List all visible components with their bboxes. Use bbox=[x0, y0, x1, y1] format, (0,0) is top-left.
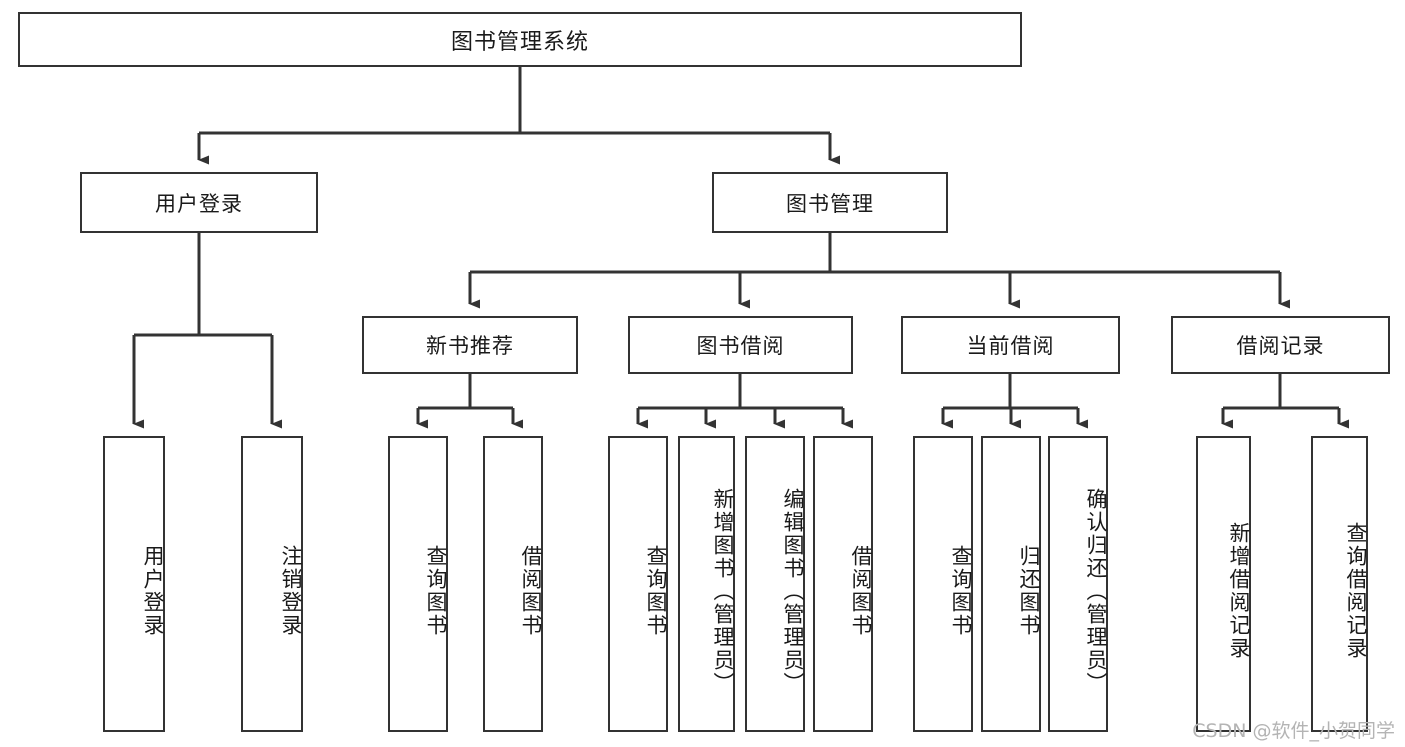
leaf-borrow-edit-book-admin[interactable]: 编辑图书（管理员） bbox=[745, 436, 805, 732]
node-borrow-records[interactable]: 借阅记录 bbox=[1171, 316, 1390, 374]
node-label: 借阅记录 bbox=[1236, 335, 1325, 358]
node-label: 新增图书（管理员） bbox=[711, 487, 734, 695]
leaf-new-book-borrow[interactable]: 借阅图书 bbox=[483, 436, 543, 732]
leaf-new-book-query[interactable]: 查询图书 bbox=[388, 436, 448, 732]
node-label: 借阅图书 bbox=[519, 545, 542, 637]
node-label: 新书推荐 bbox=[426, 335, 514, 358]
node-user-login[interactable]: 用户登录 bbox=[80, 172, 318, 233]
leaf-current-return-book[interactable]: 归还图书 bbox=[981, 436, 1041, 732]
leaf-user-login-login[interactable]: 用户登录 bbox=[103, 436, 165, 732]
node-current-borrow[interactable]: 当前借阅 bbox=[901, 316, 1120, 374]
node-root-system[interactable]: 图书管理系统 bbox=[18, 12, 1022, 67]
node-label: 查询图书 bbox=[424, 545, 447, 637]
leaf-records-add-record[interactable]: 新增借阅记录 bbox=[1196, 436, 1251, 732]
leaf-current-confirm-return-admin[interactable]: 确认归还（管理员） bbox=[1048, 436, 1108, 732]
node-label: 图书管理系统 bbox=[450, 28, 589, 54]
node-label: 查询图书 bbox=[949, 545, 972, 637]
node-book-borrow[interactable]: 图书借阅 bbox=[628, 316, 853, 374]
node-label: 编辑图书（管理员） bbox=[781, 487, 804, 695]
leaf-borrow-borrow-book[interactable]: 借阅图书 bbox=[813, 436, 873, 732]
node-label: 图书借阅 bbox=[696, 335, 785, 358]
node-label: 确认归还（管理员） bbox=[1084, 487, 1107, 695]
node-label: 查询借阅记录 bbox=[1344, 522, 1367, 660]
node-label: 新增借阅记录 bbox=[1227, 522, 1250, 660]
node-label: 借阅图书 bbox=[849, 545, 872, 637]
node-label: 用户登录 bbox=[155, 192, 243, 216]
leaf-borrow-add-book-admin[interactable]: 新增图书（管理员） bbox=[678, 436, 735, 732]
node-label: 当前借阅 bbox=[966, 335, 1055, 358]
node-label: 用户登录 bbox=[141, 545, 164, 637]
leaf-records-query-record[interactable]: 查询借阅记录 bbox=[1311, 436, 1368, 732]
node-label: 图书管理 bbox=[786, 192, 874, 216]
leaf-borrow-query-book[interactable]: 查询图书 bbox=[608, 436, 668, 732]
node-label: 注销登录 bbox=[279, 545, 302, 637]
node-label: 查询图书 bbox=[644, 545, 667, 637]
leaf-current-query-book[interactable]: 查询图书 bbox=[913, 436, 973, 732]
node-book-management[interactable]: 图书管理 bbox=[712, 172, 948, 233]
node-new-book-recommend[interactable]: 新书推荐 bbox=[362, 316, 578, 374]
watermark-text: CSDN @软件_小贺同学 bbox=[1192, 720, 1395, 742]
node-label: 归还图书 bbox=[1017, 545, 1040, 637]
leaf-user-login-logout[interactable]: 注销登录 bbox=[241, 436, 303, 732]
